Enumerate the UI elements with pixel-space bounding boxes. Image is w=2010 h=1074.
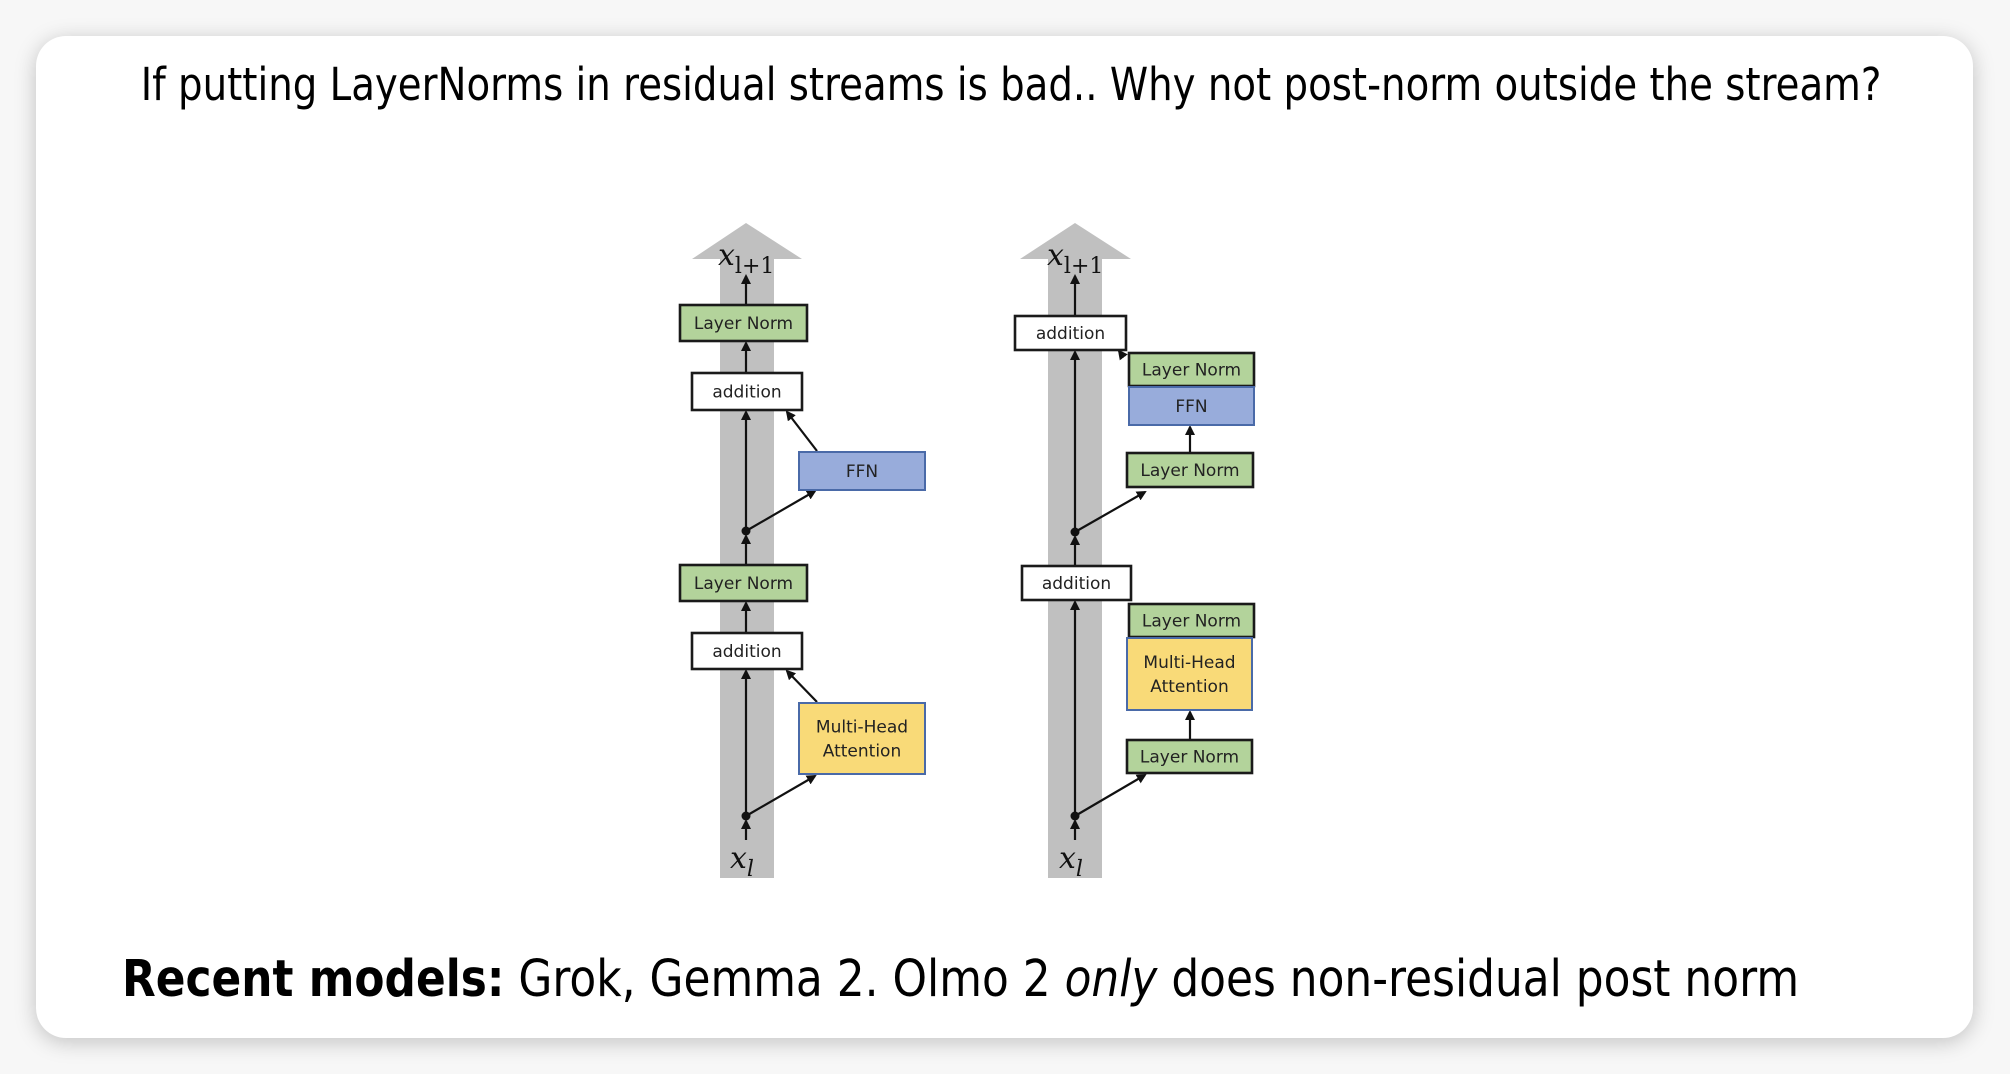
slide-title: If putting LayerNorms in residual stream… — [140, 58, 1882, 111]
footer-italic-word: only — [1064, 950, 1158, 1009]
layer-norm-box — [678, 303, 809, 343]
box-ln-post-ffn: Layer Norm — [1127, 351, 1256, 388]
addition-box — [1020, 564, 1133, 602]
box-label: addition — [712, 642, 781, 662]
connector-arrow — [785, 410, 818, 452]
connector-arrow — [785, 669, 818, 703]
junction-dot — [741, 526, 751, 536]
ffn-box — [1128, 386, 1255, 426]
box-label: Multi-Head — [1143, 653, 1235, 673]
box-label: addition — [1042, 574, 1111, 594]
footer-bold-prefix: Recent models: — [122, 950, 505, 1009]
input-label: xl — [730, 841, 754, 882]
output-label: xl+1 — [1047, 238, 1103, 279]
box-label: Layer Norm — [1140, 748, 1239, 768]
layer-norm-box — [1125, 451, 1255, 489]
box-ffn: FFN — [798, 451, 926, 491]
box-add-top: addition — [1013, 314, 1128, 352]
box-label: addition — [712, 383, 781, 403]
box-ffn: FFN — [1128, 386, 1255, 426]
junction-dot — [741, 811, 751, 821]
box-ln-post-attn: Layer Norm — [1127, 602, 1256, 639]
junction-dot — [1070, 811, 1080, 821]
attention-box — [798, 702, 926, 775]
box-add-top: addition — [690, 371, 804, 412]
box-add-bottom: addition — [690, 631, 804, 671]
layer-norm-box — [1127, 351, 1256, 388]
box-label: FFN — [1175, 397, 1207, 417]
footer-text-1: Grok, Gemma 2. Olmo 2 — [504, 950, 1065, 1009]
addition-box — [690, 631, 804, 671]
box-label: Attention — [823, 742, 901, 762]
box-ln-mid: Layer Norm — [678, 563, 809, 603]
ffn-box — [798, 451, 926, 491]
box-label: Multi-Head — [816, 718, 908, 738]
addition-box — [1013, 314, 1128, 352]
slide-footer: Recent models: Grok, Gemma 2. Olmo 2 onl… — [122, 950, 1799, 1009]
layer-norm-box — [1125, 738, 1254, 775]
box-label: Layer Norm — [1142, 361, 1241, 381]
box-label: Attention — [1150, 677, 1228, 697]
box-ln-pre-ffn: Layer Norm — [1125, 451, 1255, 489]
connector-arrow — [1074, 491, 1147, 533]
box-ln-top: Layer Norm — [678, 303, 809, 343]
box-add-bottom: addition — [1020, 564, 1133, 602]
connector-arrow — [745, 774, 817, 817]
box-label: addition — [1036, 324, 1105, 344]
attention-box — [1126, 637, 1253, 711]
connector-arrow — [1074, 773, 1147, 817]
box-label: Layer Norm — [1142, 612, 1241, 632]
footer-text-2: does non-residual post norm — [1157, 950, 1800, 1009]
box-label: FFN — [846, 462, 878, 482]
box-ln-pre-attn: Layer Norm — [1125, 738, 1254, 775]
junction-dot — [1070, 527, 1080, 537]
layer-norm-box — [678, 563, 809, 603]
output-label: xl+1 — [718, 238, 774, 279]
addition-box — [690, 371, 804, 412]
connector-arrow — [745, 489, 817, 532]
box-label: Layer Norm — [1140, 461, 1239, 481]
slide-card — [36, 36, 1973, 1038]
connector-arrow — [1117, 349, 1128, 361]
box-label: Layer Norm — [694, 574, 793, 594]
box-label: Layer Norm — [694, 314, 793, 334]
layer-norm-box — [1127, 602, 1256, 639]
input-label: xl — [1059, 841, 1083, 882]
